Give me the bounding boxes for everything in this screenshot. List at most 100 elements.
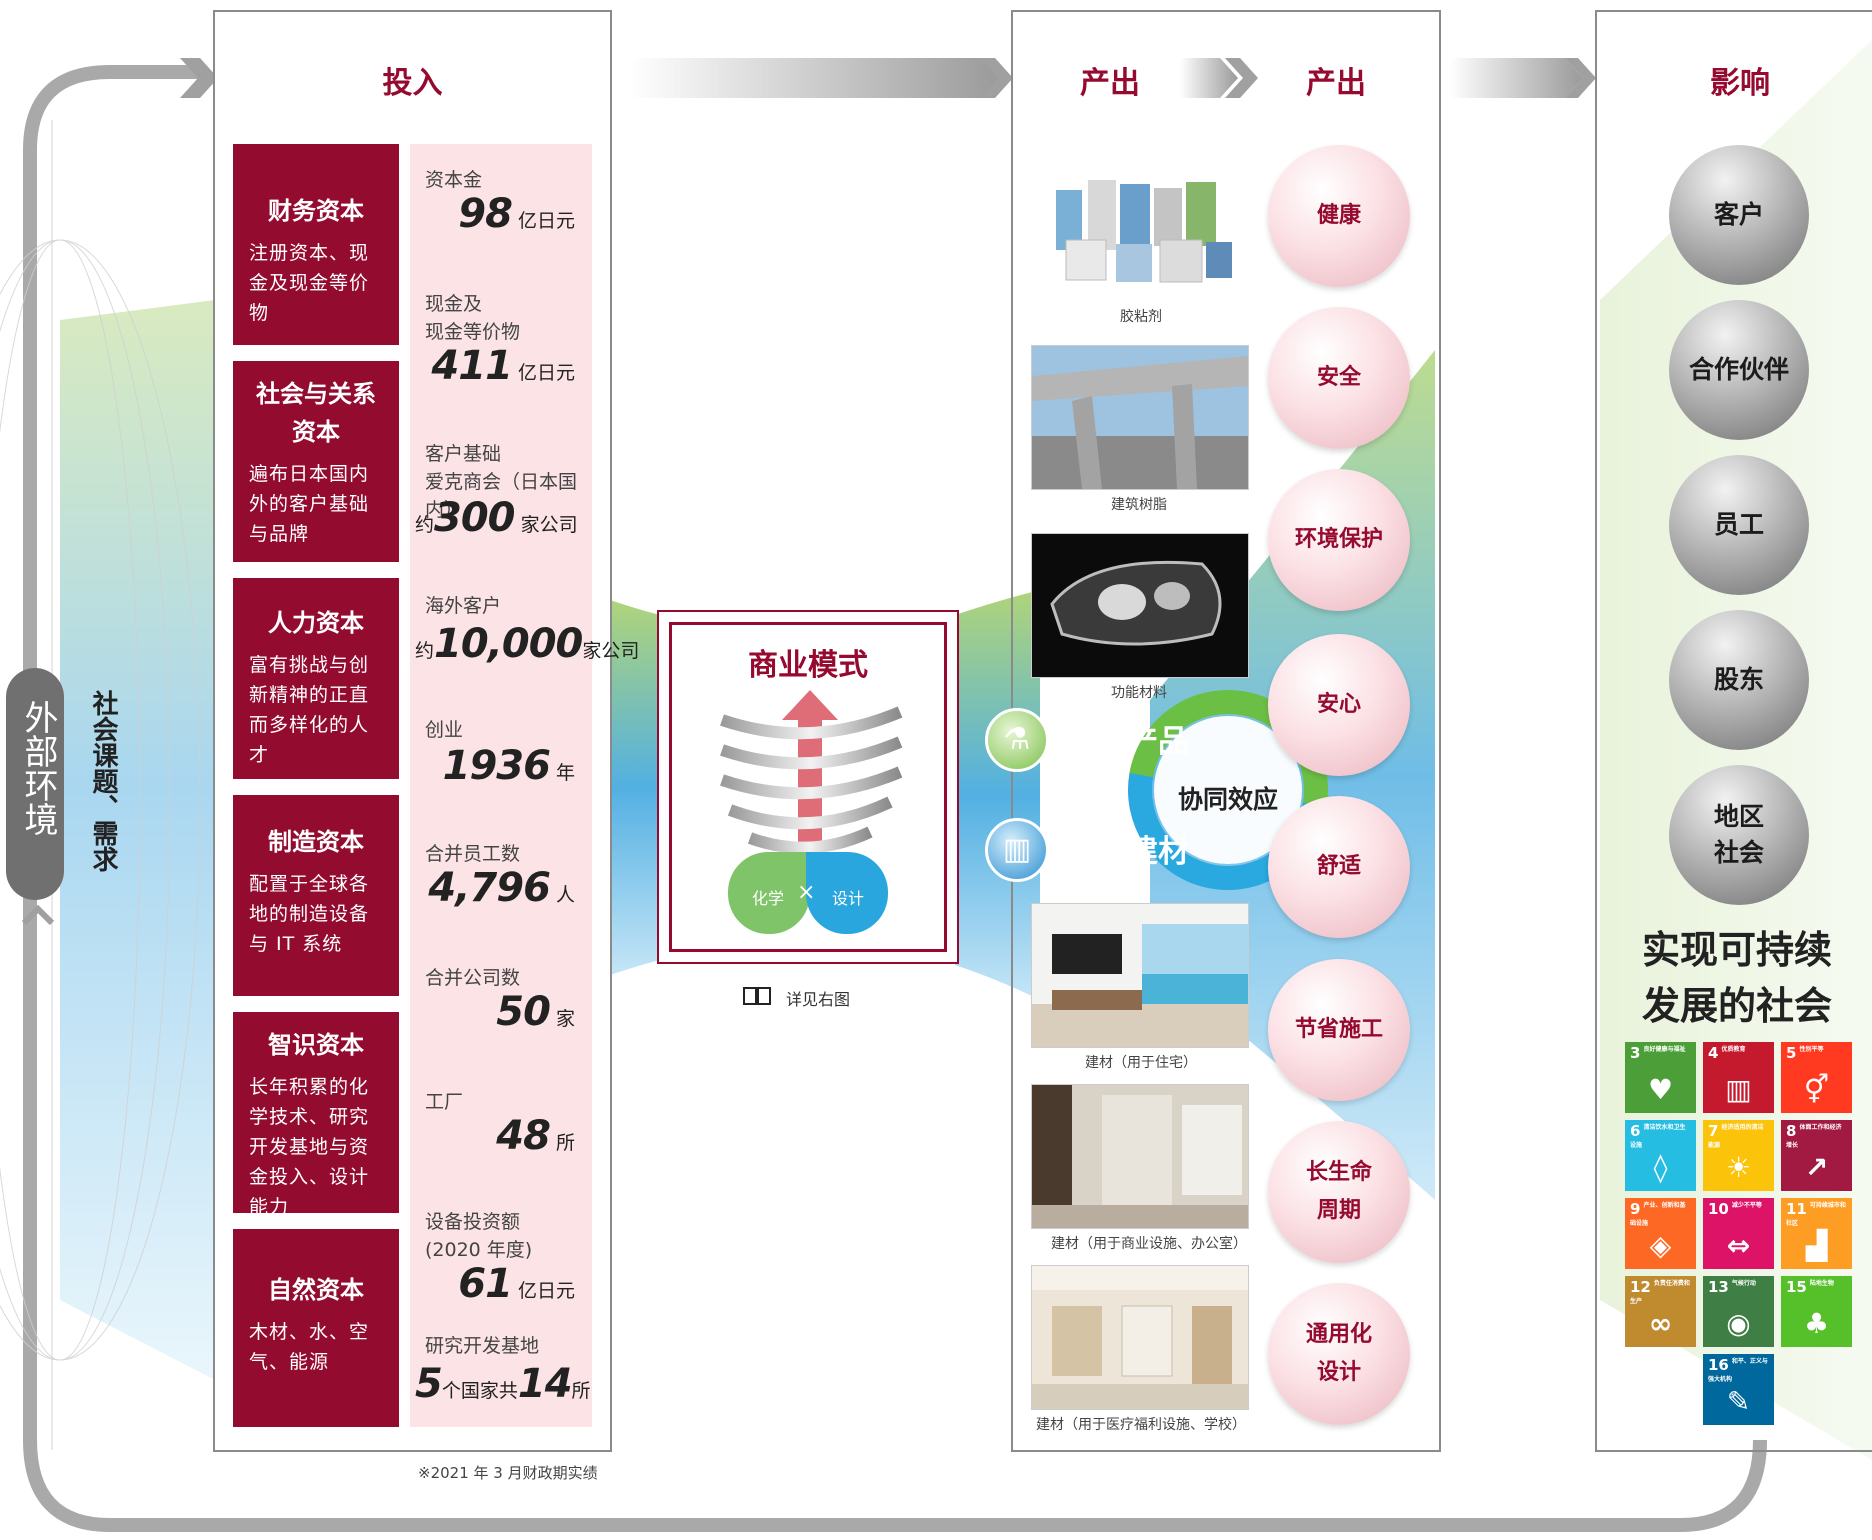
metric-label: 海外客户 [425,595,502,617]
sdg-number: 5 [1786,1044,1797,1062]
sdg-number: 7 [1708,1122,1719,1140]
adhesives-photo [1036,170,1246,290]
capital-title: 自然资本 [268,1276,364,1304]
metric-label: 创业 [425,719,464,741]
sdg-icon: ♥ [1647,1073,1674,1106]
inputs-heading: 投入 [382,66,443,101]
chevron-up-icon [21,904,55,926]
value-universal-design: 通用化 设计 [1268,1283,1410,1425]
outputs-heading-values: 产出 [1306,66,1366,101]
sdg-icon: ⇔ [1726,1229,1751,1262]
product-caption: 建筑树脂 [1111,497,1167,513]
medical-material-photo [1031,1265,1249,1410]
metric-value: 4,796 人 [428,865,575,911]
sdg-icon: ◈ [1649,1229,1672,1262]
sdg-icon: ∞ [1648,1307,1673,1340]
metric-label: 现金及 现金等价物 [425,293,521,343]
capital-desc: 长年积累的化学技术、研究开发基地与资金投入、设计能力 [249,1076,370,1218]
external-environment-label: 外部环境 [18,700,58,836]
sdg-icon: ◊ [1653,1151,1668,1184]
sdg-icon: ♣ [1803,1307,1830,1340]
sdg-number: 15 [1786,1278,1807,1296]
metric-value: 411 亿日元 [431,343,575,389]
sdg-number: 12 [1630,1278,1651,1296]
metric-label: 资本金 [425,169,483,191]
chemistry-label: 化学 [752,889,785,908]
footnote: ※2021 年 3 月财政期实绩 [418,1464,598,1482]
value-long-life: 长生命 周期 [1268,1121,1410,1263]
metric-value: 1936 年 [442,743,575,789]
sdg-label: 清洁饮水和卫生设施 [1630,1124,1686,1149]
metric-value: 5个国家共14所 [415,1361,591,1407]
sdg-number: 10 [1708,1200,1729,1218]
capital-intellectual: 智识资本 长年积累的化学技术、研究开发基地与资金投入、设计能力 [233,1012,399,1218]
value-environment: 环境保护 [1268,469,1410,611]
sdg-number: 11 [1786,1200,1807,1218]
capital-desc: 木材、水、空气、能源 [249,1321,370,1373]
sdg-label: 和平、正义与强大机构 [1708,1358,1768,1383]
metric-label: 合并员工数 [425,843,521,865]
capital-human: 人力资本 富有挑战与创新精神的正直而多样化的人才 [233,578,399,779]
sdg-number: 8 [1786,1122,1797,1140]
value-safety: 安全 [1268,307,1410,449]
sdg-number: 3 [1630,1044,1641,1062]
sdg-label: 减少不平等 [1731,1202,1762,1209]
capital-title: 财务资本 [268,197,364,225]
product-caption: 建材（用于商业设施、办公室） [1051,1236,1247,1252]
cross-symbol: × [797,880,816,905]
capital-desc: 遍布日本国内外的客户基础与品牌 [249,463,370,545]
sustainable-society-goal: 实现可持续 发展的社会 [1641,927,1832,1028]
social-issues-label: 社会课题、需求 [88,690,118,872]
capital-desc: 配置于全球各地的制造设备与 IT 系统 [249,873,370,955]
stakeholder-partners: 合作伙伴 [1669,300,1809,440]
sdg-icon: ◉ [1726,1307,1751,1340]
functional-material-photo [1031,533,1249,678]
sdg-icon: ↗ [1804,1151,1829,1184]
value-health: 健康 [1268,145,1410,287]
metric-label: 工厂 [425,1091,464,1113]
book-icon[interactable] [742,984,772,1006]
sdg-label: 气候行动 [1731,1280,1756,1287]
housing-material-photo [1031,903,1249,1048]
product-caption: 功能材料 [1111,685,1167,701]
sdg-number: 13 [1708,1278,1729,1296]
sdg-icon: ☀ [1725,1151,1752,1184]
sdg-label: 陆地生物 [1809,1280,1834,1287]
design-label: 设计 [832,889,865,908]
impact-heading: 影响 [1710,66,1770,101]
metric-label: 客户基础 爱克商会（日本国内） [425,443,578,521]
capital-title: 社会与关系资本 [256,380,376,446]
building-materials-label: 建装建材 [1065,834,1189,870]
spiral-graphic [720,690,903,870]
metric-label: 合并公司数 [425,967,521,989]
sdg-label: 可持续城市和社区 [1786,1202,1846,1227]
sdg-number: 6 [1630,1122,1641,1140]
capital-natural: 自然资本 木材、水、空气、能源 [233,1229,399,1427]
metric-value: 48 所 [496,1113,575,1159]
commercial-material-photo [1031,1084,1249,1229]
capital-title: 智识资本 [268,1031,364,1059]
external-environment-pill [6,668,64,900]
metrics-column [410,144,592,1427]
sdg-label: 经济适用的清洁能源 [1708,1124,1764,1149]
sdg-label: 优质教育 [1721,1046,1746,1053]
see-right-link[interactable]: 详见右图 [786,990,851,1009]
metric-label: 研究开发基地 [425,1335,540,1357]
capital-desc: 富有挑战与创新精神的正直而多样化的人才 [249,654,370,766]
building-materials-icon: ▥ [985,818,1049,882]
capital-desc: 注册资本、现金及现金等价物 [249,242,370,324]
business-model-title: 商业模式 [748,648,868,683]
capital-social: 社会与关系资本 遍布日本国内外的客户基础与品牌 [233,361,399,562]
sdg-label: 良好健康与福祉 [1643,1046,1686,1053]
sdg-label: 体面工作和经济增长 [1786,1124,1842,1149]
